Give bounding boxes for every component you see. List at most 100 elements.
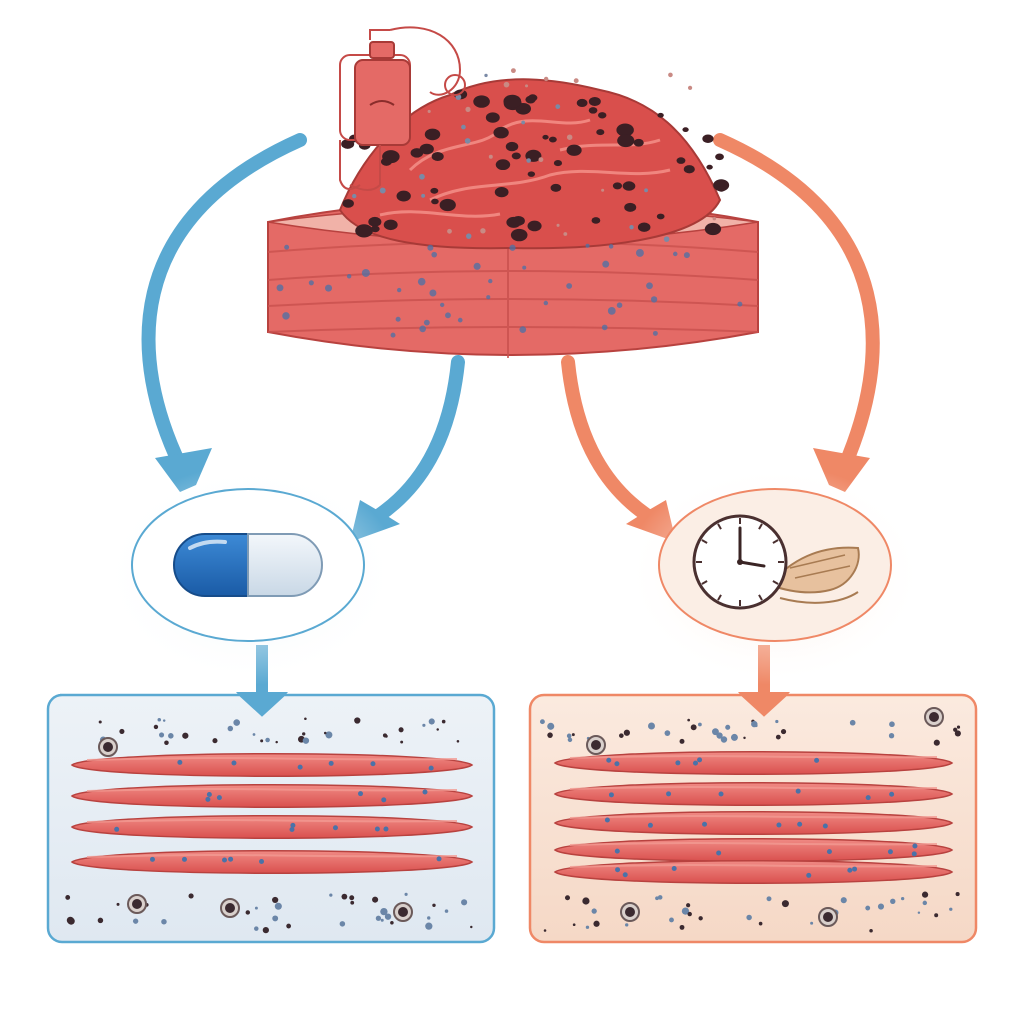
fiber-highlight (86, 853, 458, 858)
debris-speck (679, 738, 685, 744)
cell-nucleus (395, 316, 401, 322)
clock-icon (692, 514, 788, 610)
debris-particle (588, 96, 601, 106)
debris-speck (555, 104, 561, 109)
fiber-highlight (86, 818, 458, 823)
debris-speck (571, 733, 575, 737)
cell-nucleus (615, 867, 621, 873)
cell-nucleus (776, 822, 782, 828)
debris-particle (495, 159, 511, 171)
muscle-fiber (553, 838, 954, 862)
debris-speck (716, 732, 723, 739)
debris-speck (182, 732, 189, 739)
debris-speck (712, 728, 719, 736)
debris-particle (431, 198, 439, 205)
arrow-right-outer-head (813, 448, 870, 492)
debris-speck (339, 921, 346, 927)
debris-particle (368, 216, 382, 227)
debris-speck (869, 928, 873, 933)
debris-particle (383, 219, 398, 231)
debris-particle (702, 134, 714, 143)
debris-speck (543, 929, 547, 932)
debris-speck (720, 736, 728, 743)
debris-speck (556, 223, 560, 227)
debris-speck (164, 740, 169, 746)
cell-nucleus (383, 826, 389, 832)
debris-speck (384, 734, 388, 738)
debris-cell-core (929, 712, 939, 722)
debris-particle (506, 216, 522, 228)
debris-speck (539, 719, 545, 725)
cell-nucleus (543, 300, 549, 306)
muscle-fiber (70, 784, 474, 808)
cell-nucleus (374, 826, 380, 832)
cell-nucleus (308, 280, 314, 286)
debris-particle (503, 94, 522, 108)
debris-speck (644, 188, 648, 193)
left-outcome-panel (46, 693, 496, 944)
cell-nucleus (585, 243, 590, 248)
cell-nucleus (622, 872, 628, 878)
debris-speck (698, 722, 702, 727)
debris-speck (398, 727, 404, 733)
debris-speck (428, 718, 435, 725)
left-treatment-node (100, 465, 400, 685)
debris-speck (461, 124, 466, 130)
debris-speck (573, 78, 579, 84)
debris-particle (493, 126, 509, 139)
debris-speck (260, 739, 264, 743)
cell-nucleus (149, 856, 155, 862)
debris-particle (527, 171, 536, 177)
debris-speck (233, 719, 240, 726)
debris-speck (625, 923, 629, 927)
cell-nucleus (675, 760, 681, 766)
cell-nucleus (697, 757, 703, 763)
debris-particle (341, 139, 355, 149)
debris-speck (917, 911, 921, 914)
debris-particle (566, 144, 582, 156)
cell-nucleus (702, 821, 708, 827)
cell-nucleus (614, 761, 620, 767)
debris-speck (648, 722, 655, 730)
debris-speck (686, 903, 691, 908)
debris-speck (188, 893, 194, 899)
debris-speck (158, 732, 165, 738)
left-muscle-fibers (70, 753, 474, 874)
cell-nucleus (826, 849, 832, 855)
cell-nucleus (396, 287, 402, 293)
cell-nucleus (647, 822, 653, 828)
cell-nucleus (297, 764, 303, 770)
debris-speck (566, 134, 573, 140)
arrow-left-inner (365, 355, 465, 527)
debris-speck (593, 920, 600, 927)
debris-speck (679, 924, 685, 930)
debris-speck (432, 903, 436, 908)
debris-speck (566, 733, 572, 739)
fiber-highlight (569, 785, 938, 790)
cell-nucleus (519, 326, 527, 333)
fiber-highlight (569, 754, 938, 759)
debris-speck (302, 737, 310, 744)
debris-speck (956, 725, 961, 729)
debris-speck (265, 737, 270, 743)
debris-speck (933, 739, 940, 746)
cell-nucleus (276, 284, 284, 292)
cell-nucleus (911, 851, 917, 857)
debris-speck (668, 72, 673, 78)
debris-speck (304, 717, 307, 721)
debris-speck (900, 896, 905, 901)
muscle-fiber (70, 850, 474, 874)
debris-speck (591, 908, 597, 914)
debris-cell-core (103, 742, 113, 752)
debris-speck (510, 68, 516, 74)
debris-cell-core (398, 907, 408, 917)
debris-speck (350, 900, 355, 905)
debris-speck (354, 717, 361, 724)
debris-speck (751, 720, 758, 728)
debris-particle (633, 138, 644, 147)
debris-particle (637, 222, 651, 232)
debris-speck (619, 733, 624, 738)
debris-speck (380, 907, 388, 916)
cell-nucleus (370, 761, 376, 767)
